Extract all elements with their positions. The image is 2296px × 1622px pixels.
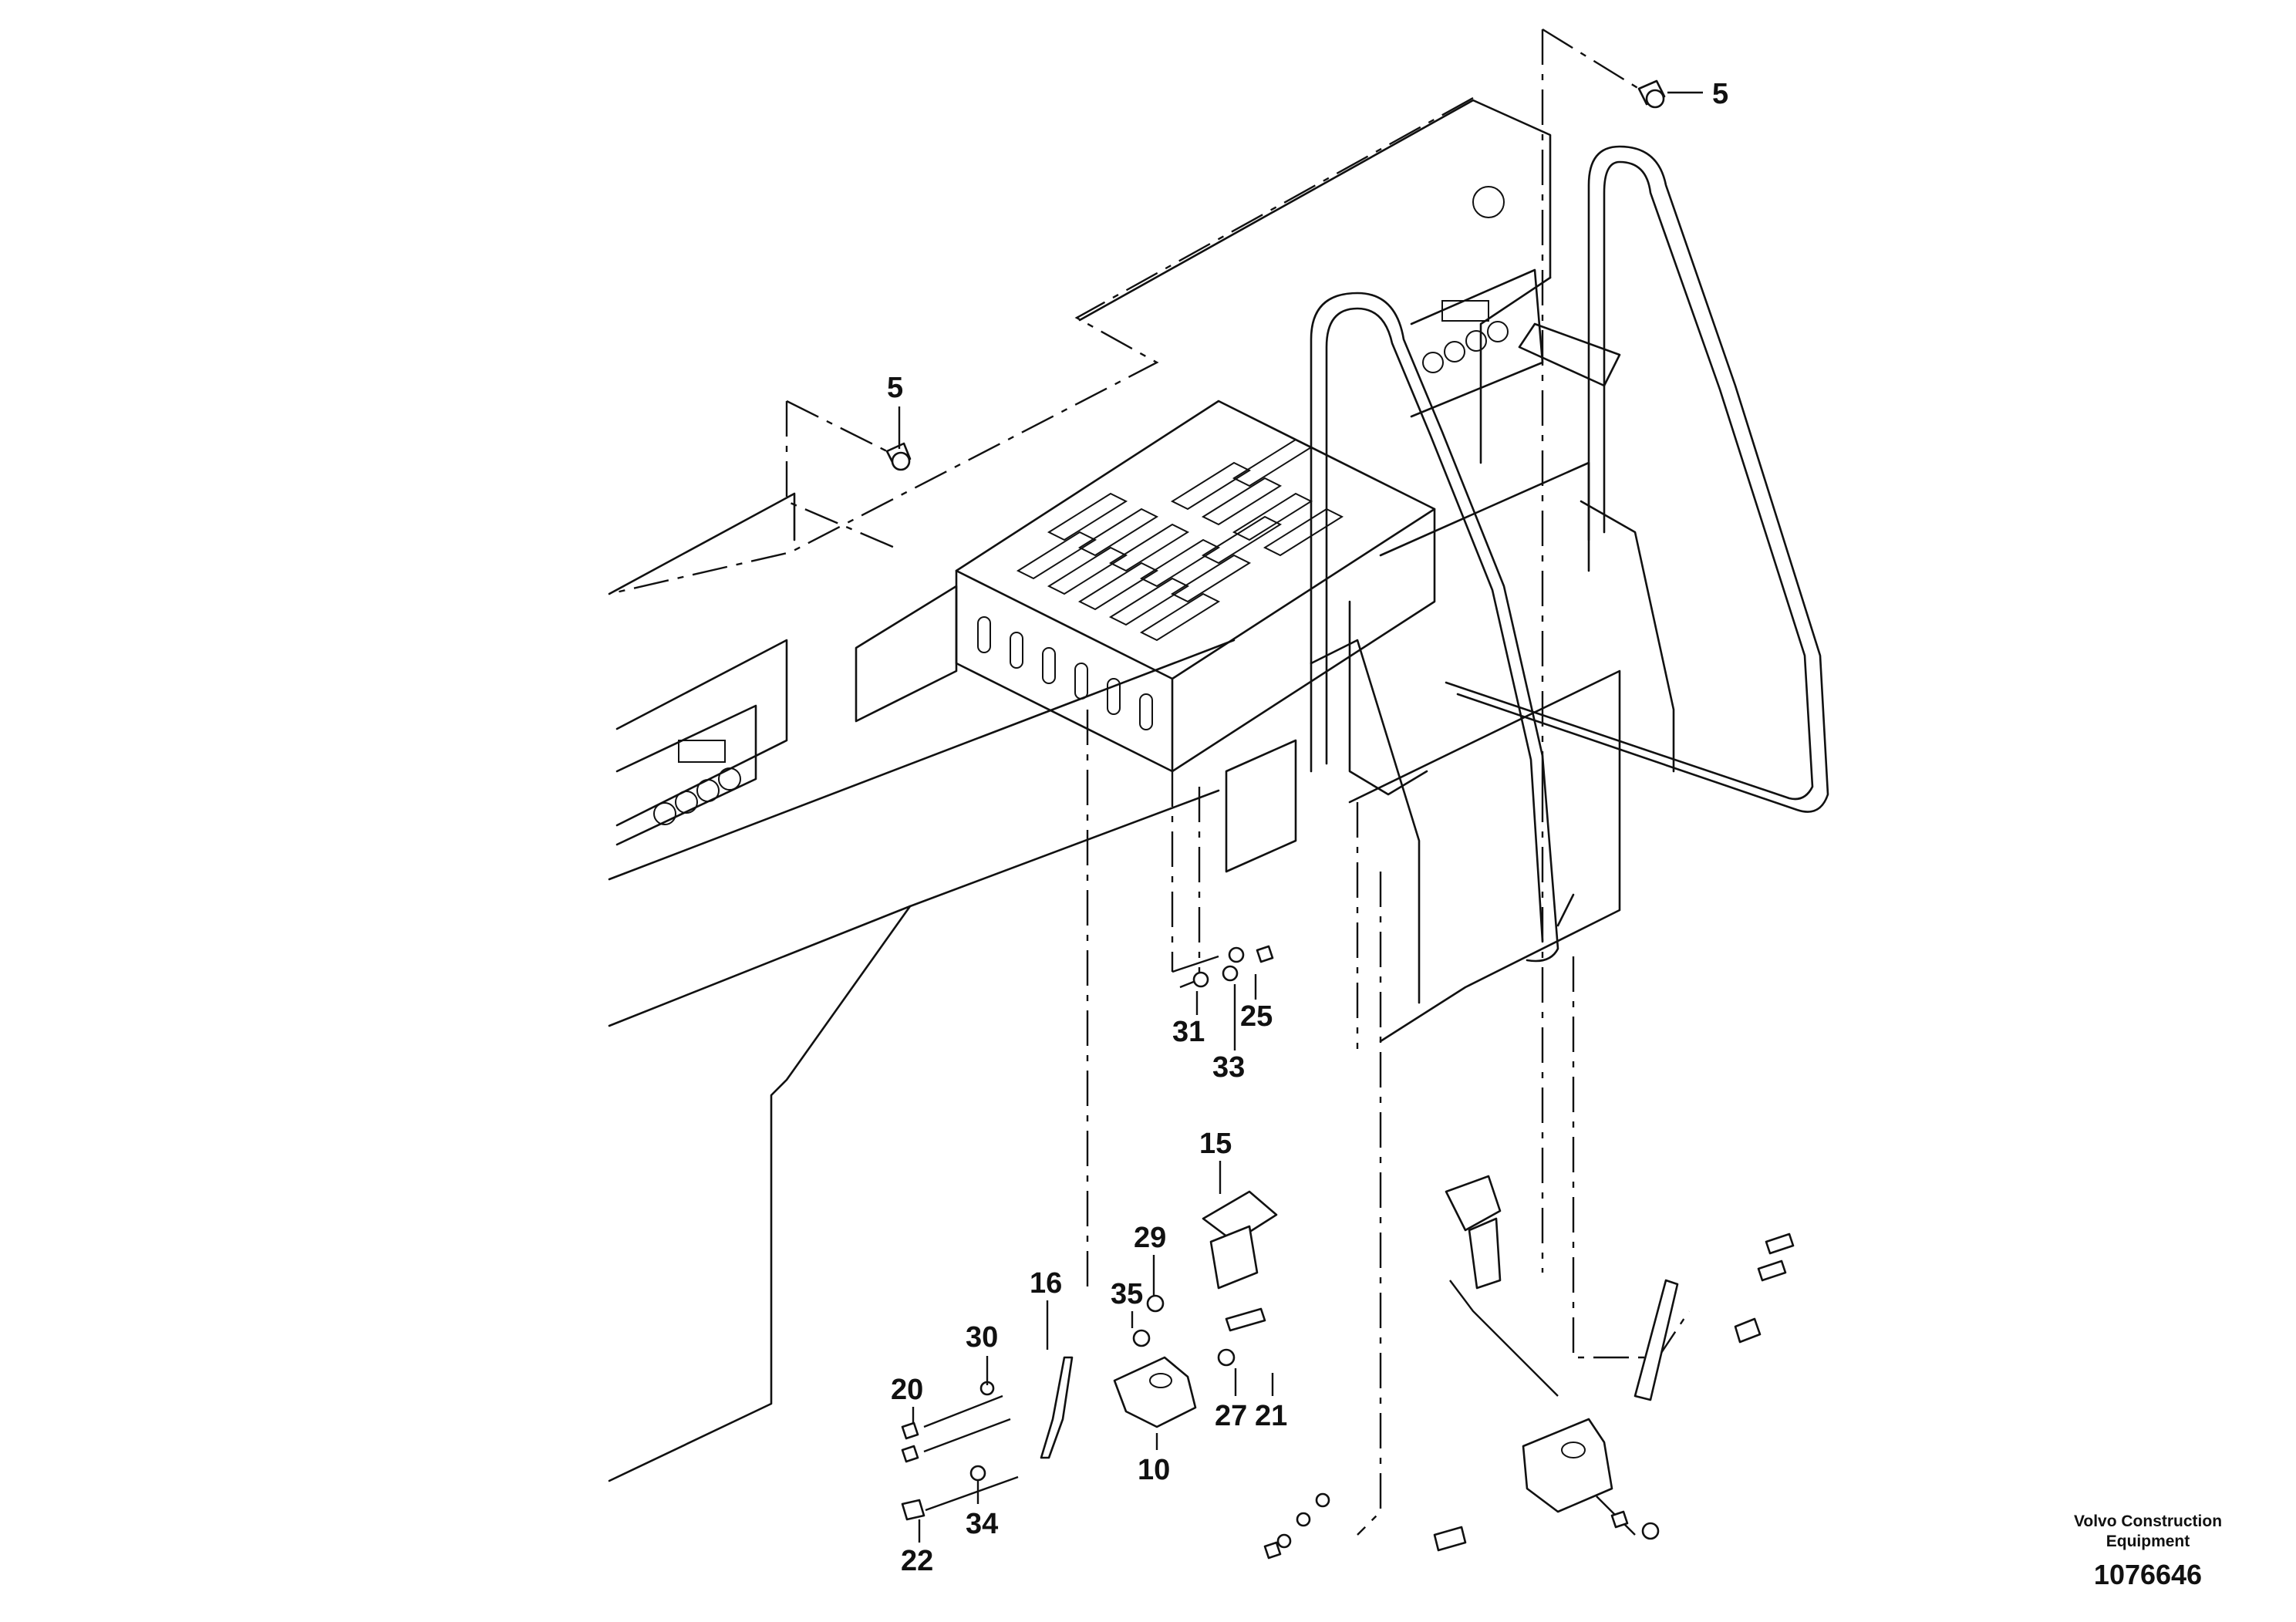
callout-25: 25 [1240,1000,1273,1033]
callout-20: 20 [891,1374,923,1406]
callout-10: 10 [1138,1454,1170,1486]
callout-21: 21 [1255,1400,1287,1432]
left-gauge-panel [615,704,757,846]
lower-bracket-assembly-right [1263,1175,1795,1560]
step-platform [855,400,1436,773]
callout-35: 35 [1111,1278,1143,1310]
callout-34: 34 [966,1508,998,1540]
callout-leaders [898,91,1703,1543]
callout-33: 33 [1212,1051,1245,1084]
callout-22: 22 [901,1545,933,1577]
brand-line-1: Volvo Construction [2073,1512,2223,1530]
callout-27: 27 [1215,1400,1247,1432]
callout-15: 15 [1199,1128,1232,1160]
brand-line-2: Equipment [2106,1533,2190,1550]
right-gauge-panel [1410,268,1544,418]
handrails [1310,145,1829,963]
brand-block: Volvo Construction Equipment 1076646 [2048,1512,2248,1590]
callout-29: 29 [1134,1222,1166,1254]
wing-nut-parts [786,28,1666,471]
drawing-number: 1076646 [2093,1559,2203,1590]
callout-5-right: 5 [1712,78,1728,110]
lower-bracket-assembly [901,1190,1278,1521]
hardware-cluster [1172,945,1274,988]
callout-numbers: 5 5 25 31 33 15 29 35 16 30 20 21 27 10 … [887,78,1728,1577]
step-support [1086,500,1690,1536]
callout-30: 30 [966,1321,998,1354]
callout-16: 16 [1030,1267,1062,1300]
callout-5-left: 5 [887,372,903,404]
callout-31: 31 [1172,1016,1205,1048]
